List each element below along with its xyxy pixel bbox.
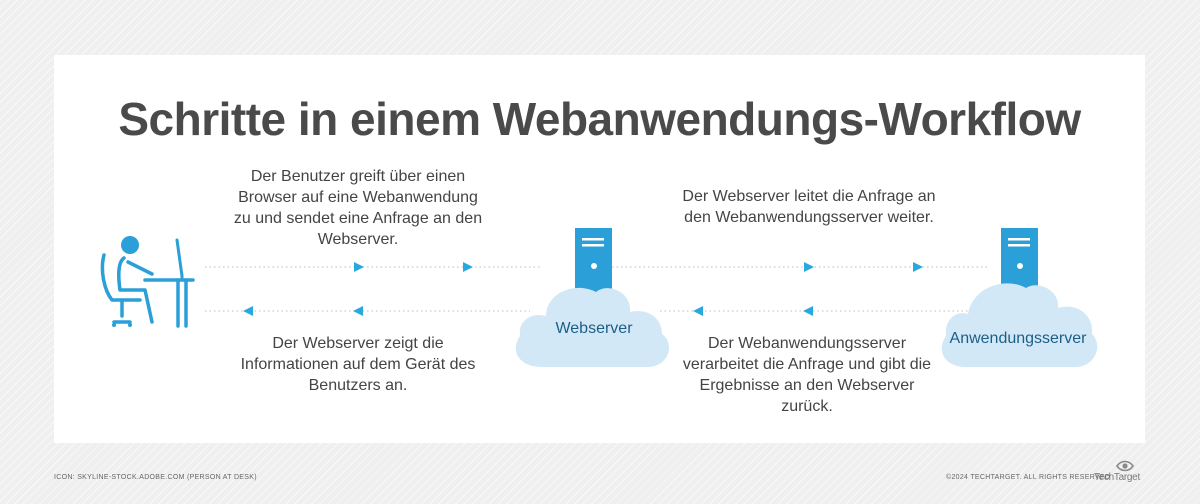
diagram-title: Schritte in einem Webanwendungs-Workflow <box>118 93 1081 145</box>
step-user-request-text: Der Benutzer greift über einen Browser a… <box>233 168 483 248</box>
copyright-notice: ©2024 TECHTARGET. ALL RIGHTS RESERVED <box>946 474 1111 481</box>
step-forward-request-text: Der Webserver leitet die Anfrage an den … <box>682 188 936 226</box>
arrow-left-icon <box>353 306 363 316</box>
arrows <box>243 262 923 316</box>
brand-logo: TechTarget <box>1094 472 1140 483</box>
techtarget-eye-icon <box>1116 460 1134 472</box>
cloud-icon <box>941 283 1098 367</box>
appserver-node <box>941 228 1098 367</box>
arrow-right-icon <box>354 262 364 272</box>
arrow-right-icon <box>463 262 473 272</box>
arrow-right-icon <box>913 262 923 272</box>
icon-credit: ICON: SKYLINE-STOCK.ADOBE.COM (PERSON AT… <box>54 474 257 481</box>
step-display-info-text: Der Webserver zeigt die Informationen au… <box>240 335 476 394</box>
cloud-icon <box>515 287 670 367</box>
arrow-left-icon <box>243 306 253 316</box>
connector-lines <box>205 266 990 312</box>
webserver-label: Webserver <box>555 320 633 337</box>
step-return-results-text: Der Webanwendungsserver verarbeitet die … <box>682 335 932 415</box>
arrow-left-icon <box>693 306 703 316</box>
person-at-desk-icon <box>100 236 195 328</box>
arrow-left-icon <box>803 306 813 316</box>
appserver-label: Anwendungsserver <box>949 330 1087 347</box>
arrow-right-icon <box>804 262 814 272</box>
webserver-node <box>515 228 670 367</box>
